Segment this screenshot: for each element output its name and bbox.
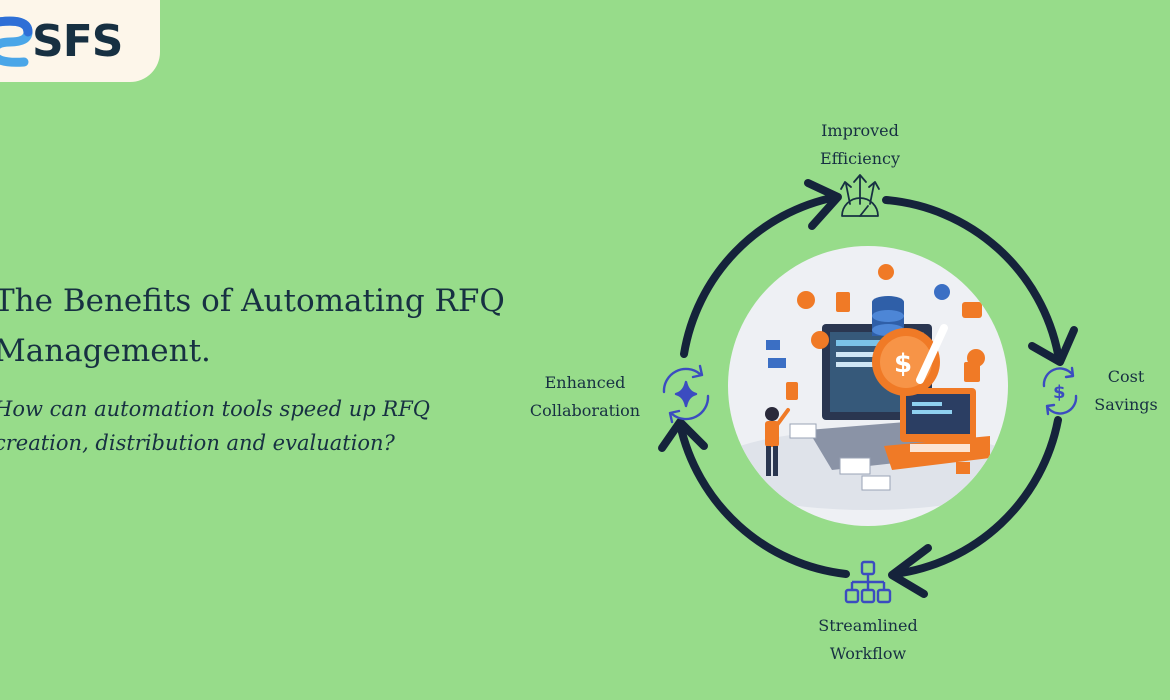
sfs-swirl-icon [0, 16, 33, 67]
logo: SFS [0, 0, 160, 82]
page-title: The Benefits of Automating RFQ Managemen… [0, 283, 505, 369]
cycle-arrow-bottom-right [890, 416, 1062, 578]
benefit-enhanced-collaboration: Enhanced Collaboration [514, 369, 656, 425]
benefit-label-line1: Improved [821, 121, 899, 140]
benefit-improved-efficiency: Improved Efficiency [790, 117, 930, 173]
arrowhead-bottom-left [658, 418, 708, 452]
sparkle-cycle-icon [662, 364, 710, 424]
cycle-arrow-top-right [882, 196, 1062, 358]
logo-text: SFS [32, 16, 123, 67]
svg-text:$: $ [894, 349, 912, 379]
benefit-cost-savings: Cost Savings [1082, 363, 1170, 419]
benefit-label-line1: Streamlined [818, 616, 918, 635]
arrowhead-top-left [804, 179, 842, 230]
cycle-arrow-bottom-left [676, 420, 850, 578]
benefit-label-line1: Cost [1107, 367, 1145, 386]
hierarchy-icon [844, 560, 892, 604]
dollar-cycle-icon: $ [1042, 366, 1078, 416]
benefit-label-line2: Efficiency [819, 149, 900, 168]
page-subtitle: How can automation tools speed up RFQ cr… [0, 397, 430, 455]
arrowhead-top-right [1028, 326, 1078, 366]
benefit-label-line2: Collaboration [529, 401, 641, 420]
benefit-label-line2: Savings [1094, 395, 1158, 414]
arrowhead-bottom-right [888, 544, 932, 598]
speedometer-arrows-icon [840, 174, 880, 217]
rfq-automation-illustration: $ [728, 246, 1008, 526]
benefit-label-line1: Enhanced [544, 373, 626, 392]
benefit-label-line2: Workflow [829, 644, 907, 663]
svg-text:$: $ [1053, 382, 1066, 403]
benefit-streamlined-workflow: Streamlined Workflow [798, 612, 938, 668]
cycle-arrow-top-left [680, 193, 840, 358]
